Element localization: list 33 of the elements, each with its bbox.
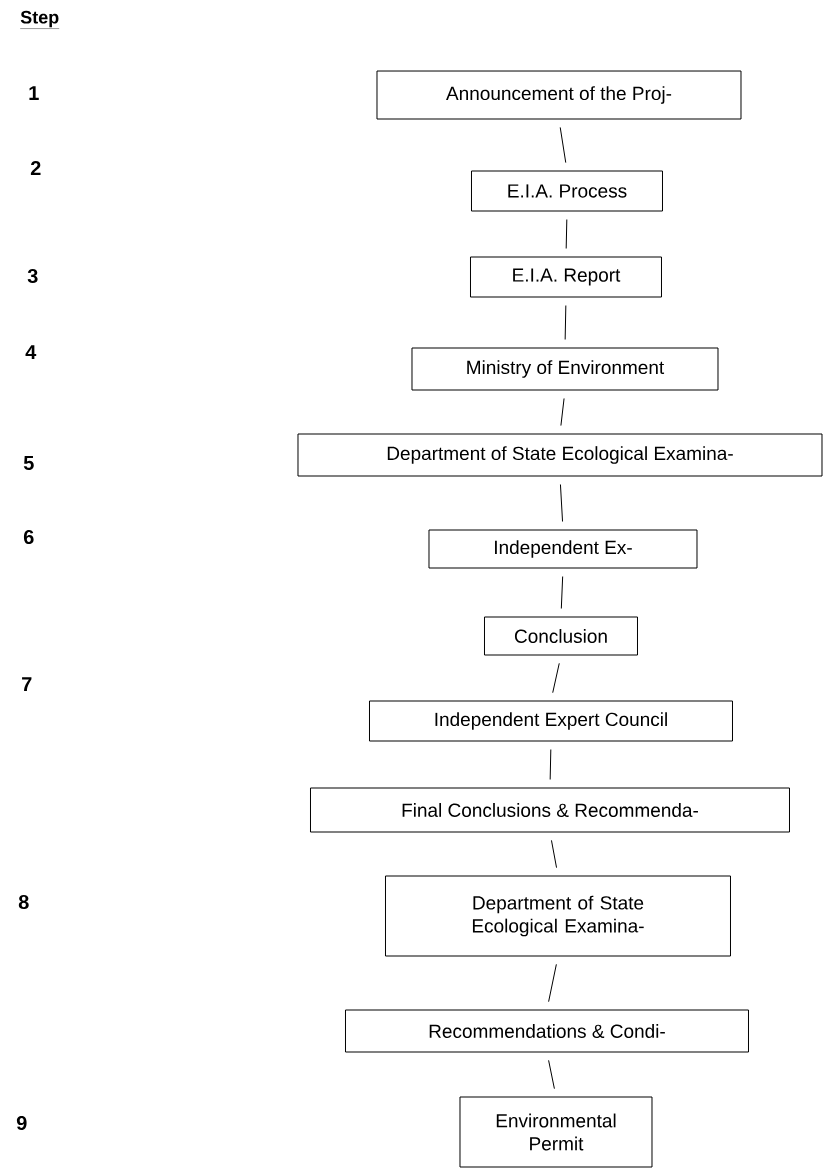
connector-line xyxy=(560,576,564,609)
process-box: Independent Ex- xyxy=(428,529,698,569)
step-number: 6 xyxy=(23,529,34,545)
step-number: 5 xyxy=(23,456,34,470)
step-number: 1 xyxy=(29,86,39,100)
step-number: 3 xyxy=(27,268,38,284)
connector-line xyxy=(565,219,568,249)
connector-line xyxy=(559,126,567,164)
process-box: E.I.A. Report xyxy=(470,256,662,298)
process-box: E.I.A. Process xyxy=(471,170,663,212)
connector-line xyxy=(550,839,558,869)
connector-line xyxy=(548,963,557,1003)
step-number: 2 xyxy=(30,161,41,175)
process-box: Announcement of the Proj- xyxy=(376,70,742,120)
connector-line xyxy=(548,1059,555,1090)
connector-line xyxy=(552,662,560,694)
connector-line xyxy=(560,397,565,427)
connector-line xyxy=(559,484,564,523)
step-number: 9 xyxy=(16,1115,27,1131)
step-number: 7 xyxy=(22,677,32,691)
process-box: Independent Expert Council xyxy=(369,700,733,742)
step-number: 8 xyxy=(18,894,29,910)
process-box: Recommendations & Condi- xyxy=(345,1009,749,1053)
step-number: 4 xyxy=(25,345,37,359)
column-heading: Step xyxy=(20,10,60,29)
connector-line xyxy=(564,305,567,340)
process-box: Final Conclusions & Recommenda- xyxy=(310,787,790,833)
process-box: Environmental Permit xyxy=(459,1096,653,1168)
process-box: Conclusion xyxy=(484,616,638,656)
connector-line xyxy=(549,749,552,780)
process-box: Ministry of Environment xyxy=(411,347,719,391)
process-box: Department of State Ecological Examina- xyxy=(297,433,823,477)
process-box: Department of State Ecological Examina- xyxy=(385,875,731,957)
